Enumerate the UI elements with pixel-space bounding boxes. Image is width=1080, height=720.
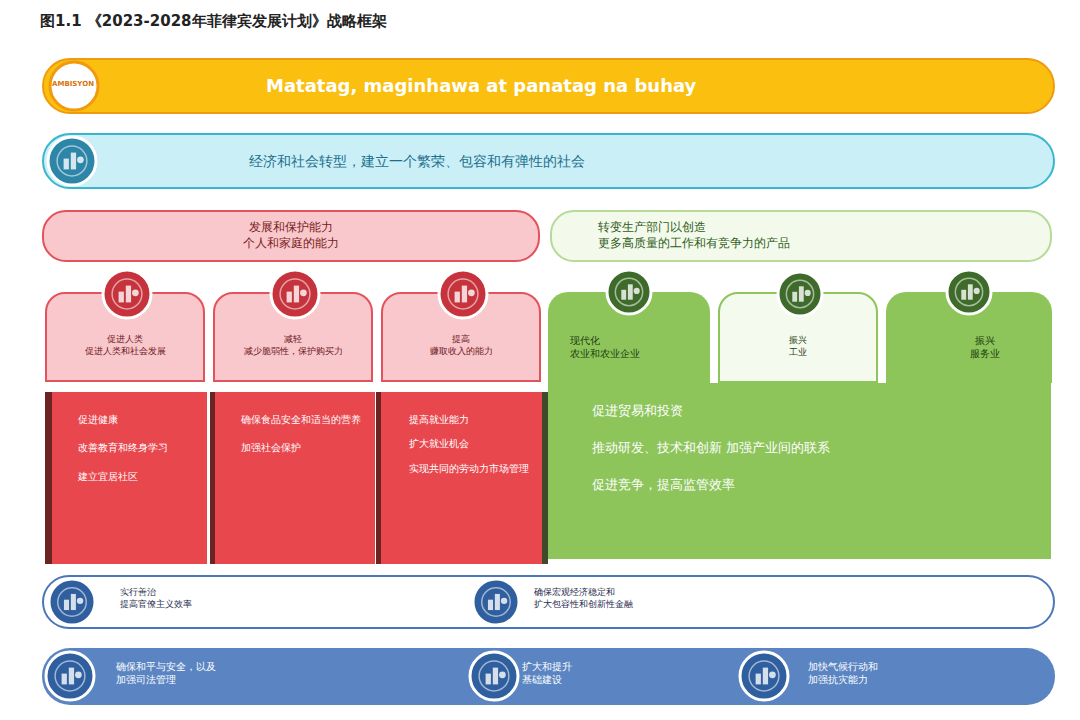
- box-text: 现代化 农业和农业企业: [570, 334, 640, 360]
- logo-text: AMBISYON: [49, 80, 97, 89]
- box-text: 促进人类 促进人类和社会发展: [85, 334, 166, 357]
- framework-box: 减轻 减少脆弱性，保护购买力: [213, 292, 373, 382]
- framework-box: 促进人类 促进人类和社会发展: [45, 292, 205, 382]
- box-text: 确保食品安全和适当的营养: [241, 414, 367, 426]
- box-text: 促进健康: [78, 414, 199, 426]
- box-text: 转变生产部门以创造 更多高质量的工作和有竞争力的产品: [598, 220, 790, 251]
- framework-box: Matatag, maginhawa at panatag na buhay: [42, 58, 1055, 114]
- framework-box: 促进贸易和投资推动研发、技术和创新 加强产业间的联系促进竞争，提高监管效率: [548, 383, 1051, 559]
- box-text: 实现共同的劳动力市场管理: [409, 463, 532, 475]
- box-text: 经济和社会转型，建立一个繁荣、包容和有弹性的社会: [249, 152, 585, 171]
- framework-box: 振兴 工业: [718, 292, 878, 383]
- icon-badge: [886, 292, 1052, 383]
- framework-box: 现代化 农业和农业企业: [548, 292, 710, 383]
- box-text: 扩大就业机会: [409, 438, 532, 450]
- box-text: 建立宜居社区: [78, 471, 199, 483]
- framework-box: 提高就业能力扩大就业机会实现共同的劳动力市场管理: [376, 392, 548, 564]
- box-text: 提高就业能力: [409, 414, 532, 426]
- framework-box: 促进健康改善教育和终身学习建立宜居社区: [45, 392, 207, 564]
- box-text: 发展和保护能力 个人和家庭的能力: [243, 220, 339, 251]
- box-text: 确保和平与安全，以及 加强司法管理: [116, 660, 416, 686]
- framework-box: 经济和社会转型，建立一个繁荣、包容和有弹性的社会: [42, 133, 1055, 189]
- framework-box: 发展和保护能力 个人和家庭的能力: [42, 210, 540, 262]
- framework-box: 提高 赚取收入的能力: [381, 292, 541, 382]
- box-text: 实行善治 提高官僚主义效率: [120, 587, 420, 610]
- box-text: 促进贸易和投资: [592, 403, 1041, 420]
- framework-box: 确保食品安全和适当的营养加强社会保护: [210, 392, 375, 564]
- box-text: 推动研发、技术和创新 加强产业间的联系: [592, 440, 1041, 457]
- figure-title: 图1.1 《2023-2028年菲律宾发展计划》战略框架: [40, 12, 387, 32]
- framework-box: 振兴 服务业: [886, 292, 1052, 383]
- box-text: 改善教育和终身学习: [78, 442, 199, 454]
- box-text: 加强社会保护: [241, 442, 367, 454]
- framework-box: 实行善治 提高官僚主义效率 确保宏观经济稳定和 扩大包容性和创新性金融: [42, 575, 1055, 629]
- box-text: 振兴 工业: [789, 335, 807, 358]
- box-text: 促进竞争，提高监管效率: [592, 477, 1041, 494]
- box-text: Matatag, maginhawa at panatag na buhay: [266, 74, 696, 97]
- box-text: 确保宏观经济稳定和 扩大包容性和创新性金融: [534, 587, 854, 610]
- box-text: 振兴 服务业: [970, 334, 1000, 360]
- box-text: 提高 赚取收入的能力: [430, 334, 493, 357]
- box-text: 减轻 减少脆弱性，保护购买力: [244, 334, 343, 357]
- box-text: 加快气候行动和 加强抗灾能力: [808, 660, 1038, 686]
- framework-box: 确保和平与安全，以及 加强司法管理 扩大和提升 基础建设 加快气候行动和 加强抗灾能…: [42, 648, 1055, 705]
- framework-box: 转变生产部门以创造 更多高质量的工作和有竞争力的产品: [550, 210, 1052, 262]
- box-text: 扩大和提升 基础建设: [522, 660, 742, 686]
